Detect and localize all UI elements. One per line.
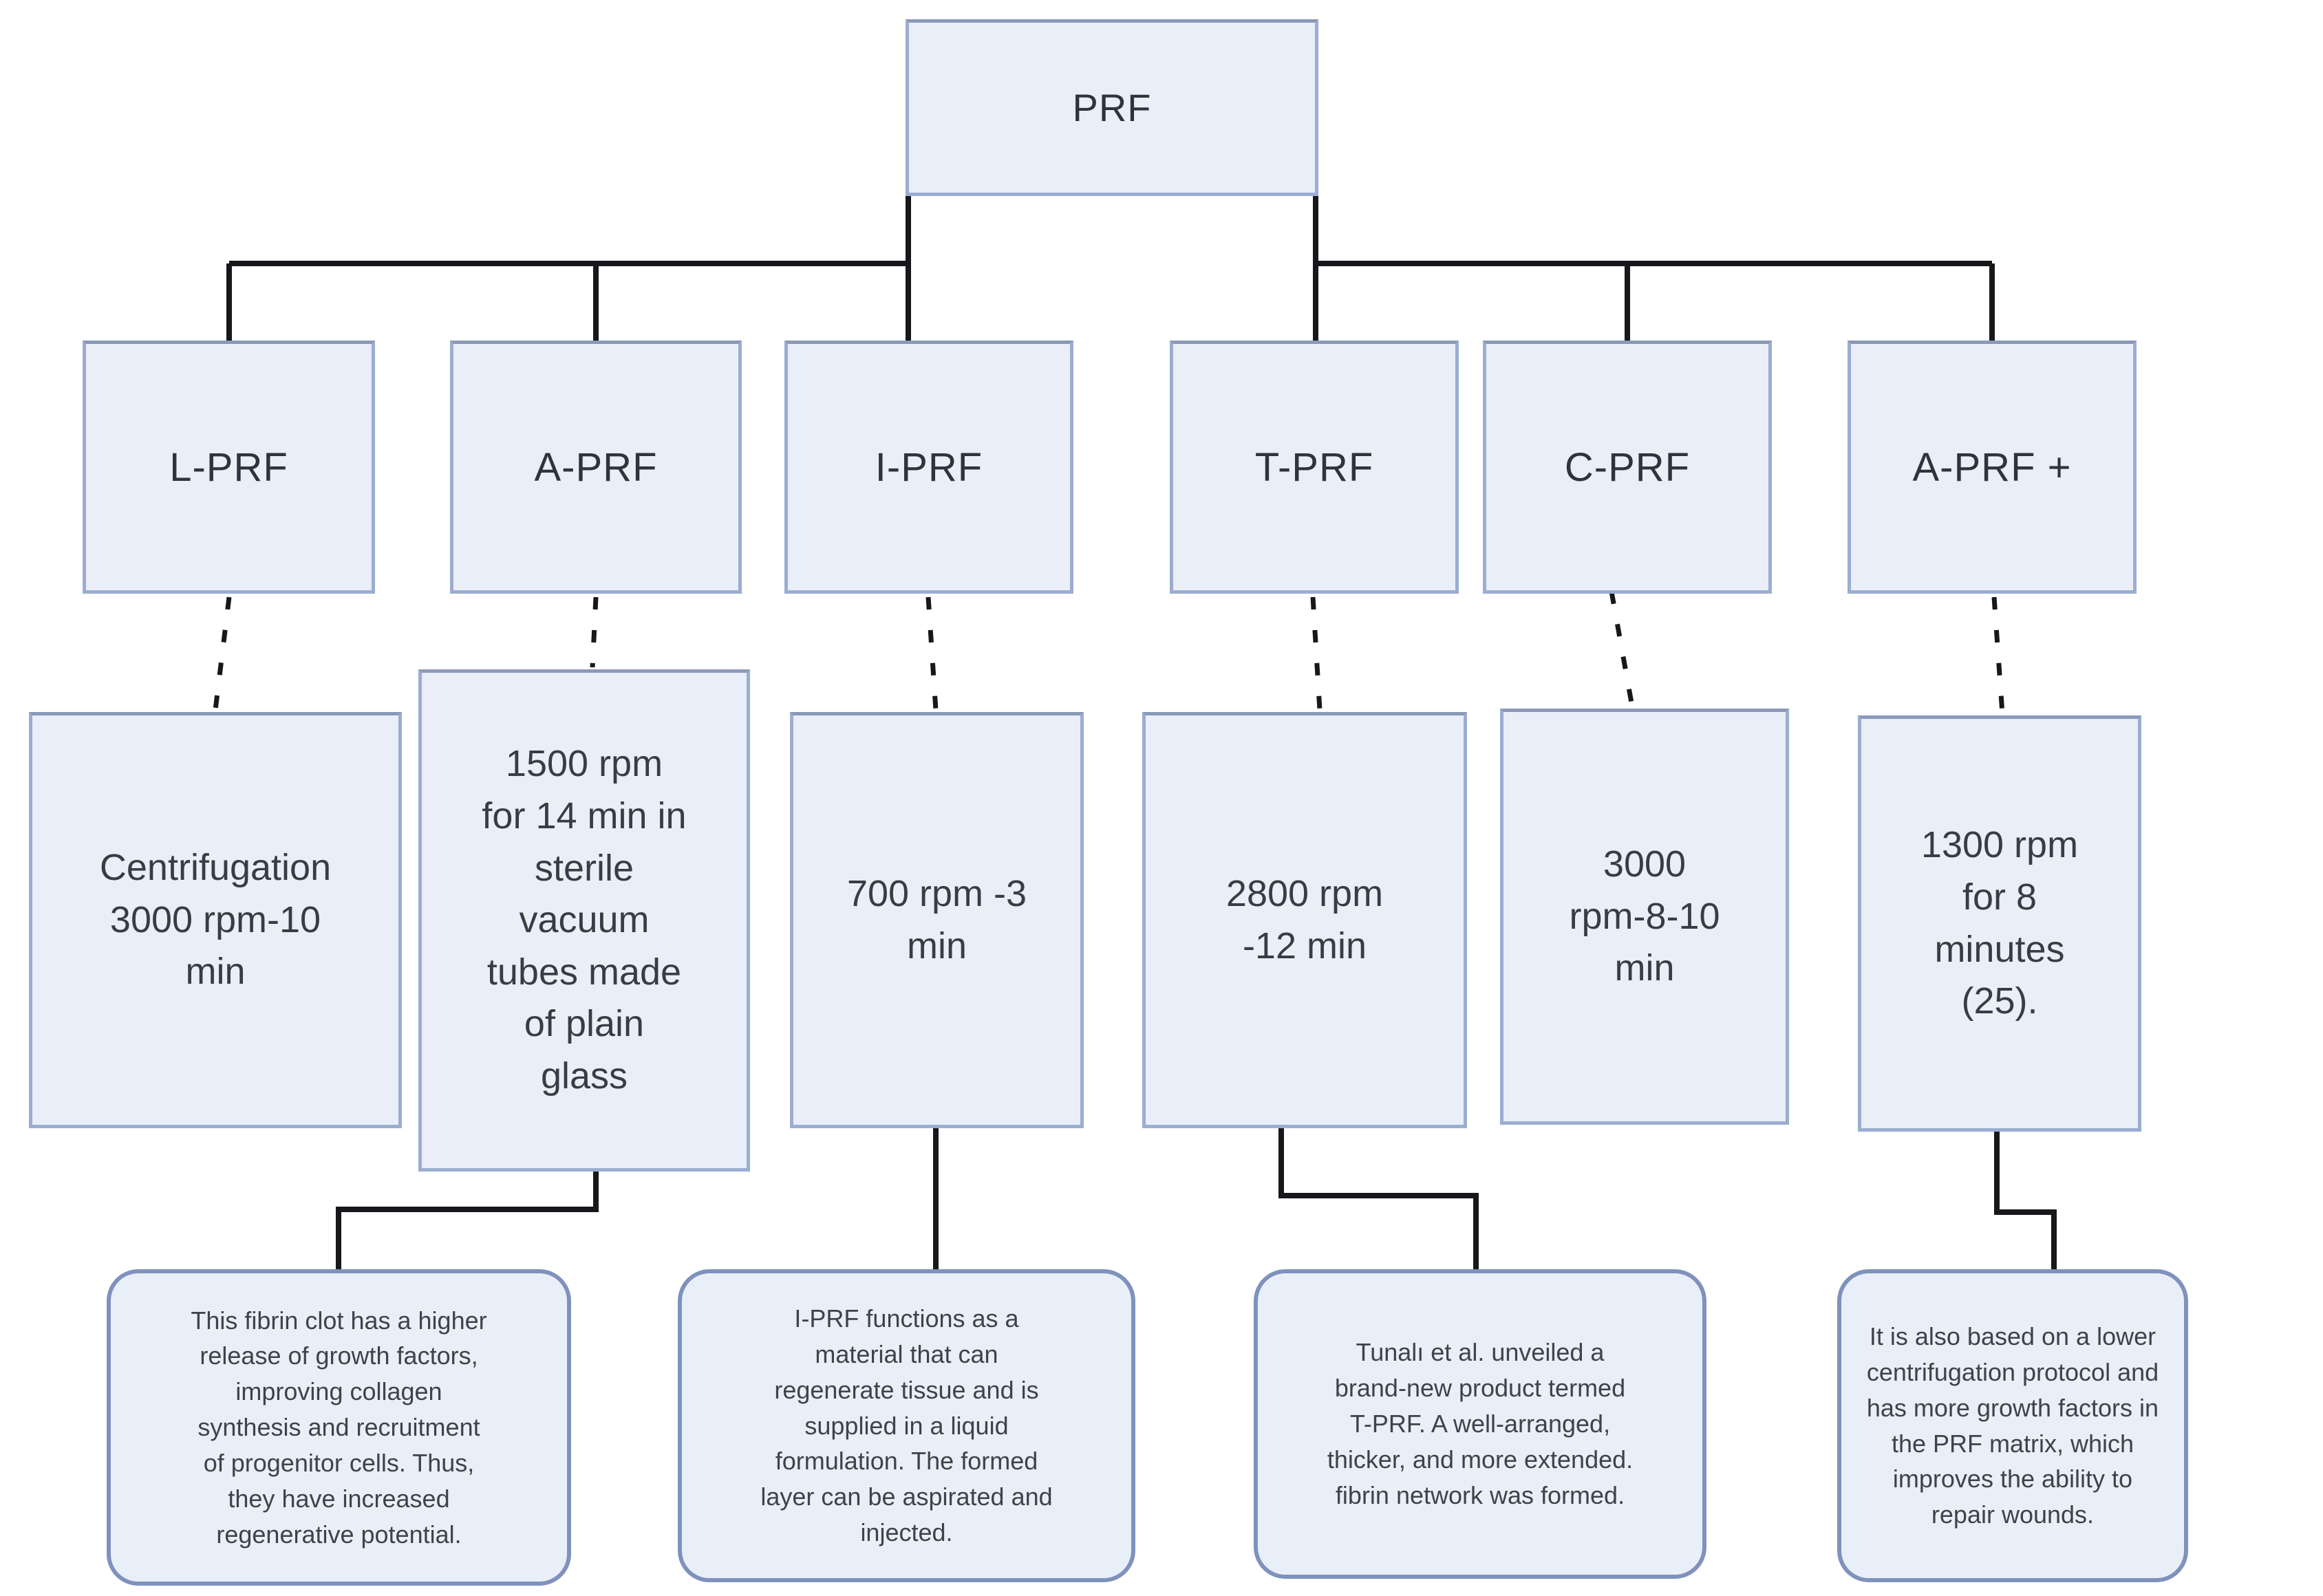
dashed-connector-iprf-protocol	[925, 596, 939, 711]
dashed-connector-lprf-protocol	[213, 596, 232, 711]
node-l-prf: L-PRF	[83, 341, 375, 594]
node-a-prf-plus: A-PRF +	[1848, 341, 2137, 594]
node-a-prf: A-PRF	[450, 341, 742, 594]
elbow-connector-tprf-note	[1278, 1128, 1479, 1269]
note-a-prf: This fibrin clot has a higher release of…	[107, 1269, 571, 1586]
dashed-connector-aprf-protocol	[590, 596, 599, 668]
note-i-prf: I-PRF functions as a material that can r…	[678, 1269, 1135, 1582]
protocol-c-prf: 3000 rpm-8-10 min	[1500, 709, 1789, 1125]
dashed-connector-tprf-protocol	[1310, 596, 1323, 711]
protocol-l-prf: Centrifugation 3000 rpm-10 min	[29, 712, 402, 1128]
note-t-prf: Tunalı et al. unveiled a brand-new produ…	[1254, 1269, 1706, 1579]
elbow-connector-aprfplus-note	[1994, 1132, 2057, 1269]
protocol-t-prf: 2800 rpm -12 min	[1142, 712, 1467, 1128]
dashed-connector-cprf-protocol	[1609, 591, 1635, 707]
protocol-a-prf: 1500 rpm for 14 min in sterile vacuum tu…	[418, 669, 750, 1172]
elbow-connector-aprf-note	[336, 1172, 599, 1269]
node-i-prf: I-PRF	[784, 341, 1073, 594]
note-a-prf-plus: It is also based on a lower centrifugati…	[1837, 1269, 2188, 1582]
node-t-prf: T-PRF	[1170, 341, 1459, 594]
node-c-prf: C-PRF	[1483, 341, 1772, 594]
protocol-i-prf: 700 rpm -3 min	[790, 712, 1084, 1128]
dashed-connector-aprfplus-protocol	[1991, 596, 2005, 714]
protocol-a-prf-plus: 1300 rpm for 8 minutes (25).	[1858, 715, 2141, 1132]
node-prf: PRF	[906, 19, 1318, 196]
